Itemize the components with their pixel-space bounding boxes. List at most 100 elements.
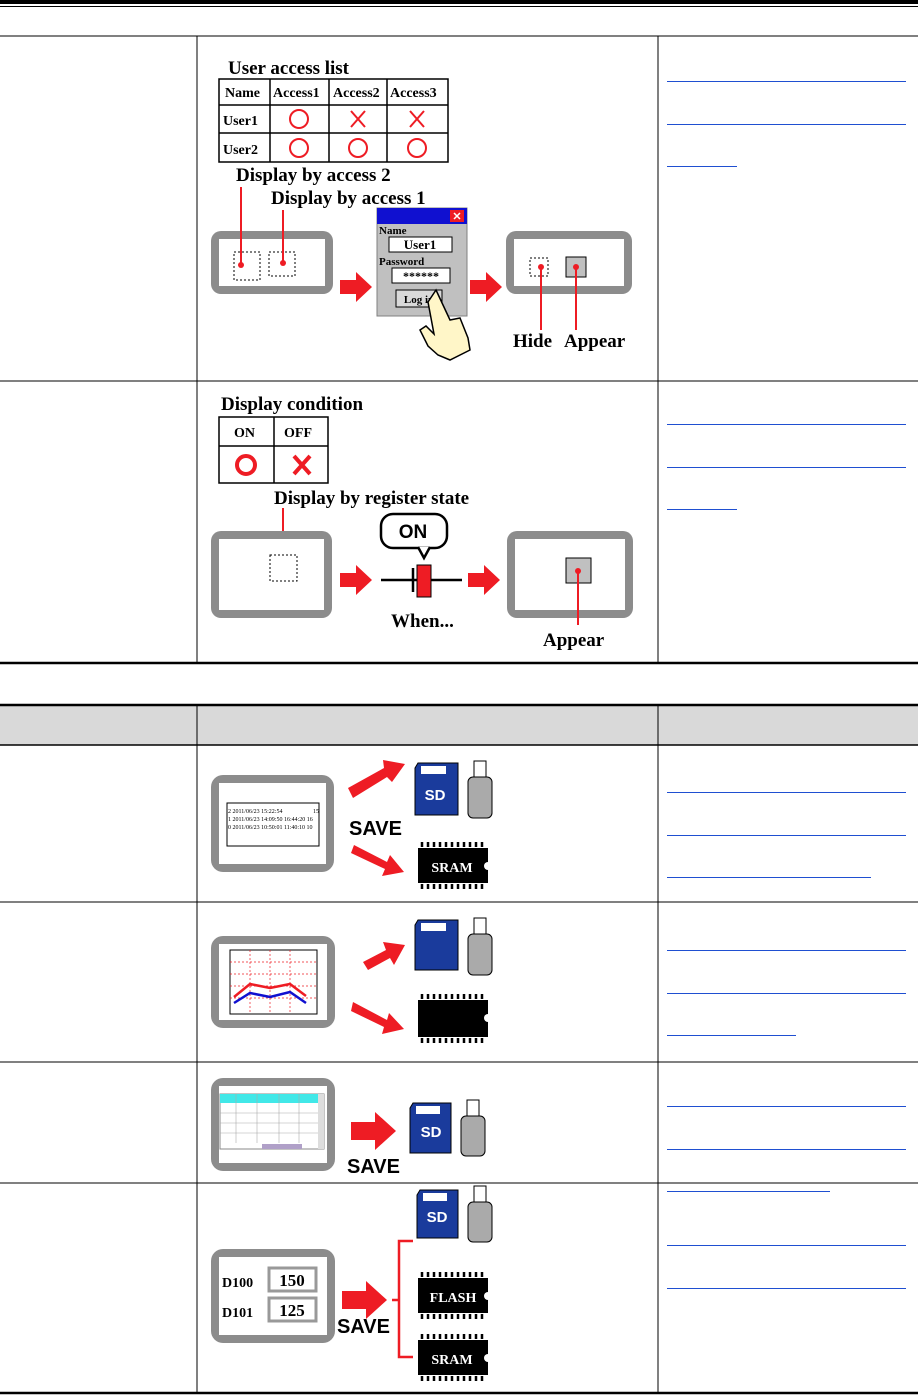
- flash-label: FLASH: [430, 1291, 477, 1306]
- log-line: 1 2011/06/23 14:09:50 16:44:20 16: [228, 817, 313, 823]
- allowed-mark: [348, 138, 368, 158]
- trend-line-red: [233, 982, 307, 998]
- log-line-suffix: 15: [313, 809, 319, 815]
- allowed-mark: [289, 138, 309, 158]
- link-underline[interactable]: [667, 1191, 830, 1192]
- recipe-figure: D100 150 D101 125 SAVE SD FLASH SRAM: [211, 1185, 493, 1381]
- link-underline[interactable]: [667, 1035, 796, 1036]
- table-save-figure: SAVE SD: [211, 1078, 486, 1178]
- header-rule-thin: [0, 6, 918, 7]
- login-name-value: User1: [404, 237, 437, 252]
- sd-card-icon: [409, 1102, 452, 1154]
- hand-pointer-icon: [419, 288, 471, 361]
- row-user1: User1: [223, 114, 258, 129]
- on-allowed-mark: [235, 454, 257, 476]
- arrow-right-icon: [340, 272, 372, 302]
- header-rule-thick: [0, 0, 918, 4]
- row-user2: User2: [223, 143, 258, 158]
- link-underline[interactable]: [667, 166, 737, 167]
- register-state-label: Display by register state: [274, 488, 469, 509]
- arrow-down-right-icon: [351, 845, 404, 876]
- arrow-right-icon: [340, 565, 372, 595]
- sram-chip-icon: [418, 848, 488, 883]
- login-button[interactable]: Log in: [404, 294, 434, 306]
- log-line: 2 2011/06/23 15:22:54: [228, 809, 282, 815]
- link-underline[interactable]: [667, 950, 906, 951]
- sram-chip-icon: [418, 1340, 488, 1375]
- sram-label: SRAM: [431, 861, 472, 876]
- denied-mark: [409, 110, 425, 128]
- sd-label: SD: [421, 1124, 442, 1141]
- appear-label: Appear: [564, 331, 626, 352]
- usb-icon: [466, 1099, 480, 1117]
- arrow-up-right-icon: [348, 760, 405, 798]
- link-underline[interactable]: [667, 993, 906, 994]
- save-label: SAVE: [349, 818, 402, 840]
- usb-icon: [473, 1185, 487, 1203]
- flash-chip-icon: [418, 1278, 488, 1313]
- display-by-access2-label: Display by access 2: [236, 165, 391, 186]
- save-label: SAVE: [347, 1156, 400, 1178]
- register-bit-icon: [416, 564, 432, 598]
- usb-icon: [473, 760, 487, 778]
- display-condition-title: Display condition: [221, 394, 363, 415]
- data-log-figure: 2 2011/06/23 15:22:54 15 1 2011/06/23 14…: [211, 760, 493, 889]
- display-condition-figure: Display condition ON OFF Display by regi…: [211, 394, 633, 651]
- arrow-right-icon: [351, 1112, 396, 1150]
- link-underline[interactable]: [667, 81, 906, 82]
- sram-label: SRAM: [431, 1353, 472, 1368]
- sd-card-icon: [416, 1189, 459, 1239]
- recipe-value: 150: [279, 1271, 305, 1290]
- recipe-device: D101: [222, 1306, 253, 1321]
- login-password-value: ******: [403, 269, 439, 283]
- on-bubble: [379, 512, 449, 550]
- link-underline[interactable]: [667, 124, 906, 125]
- sd-label: SD: [425, 787, 446, 804]
- allowed-mark: [407, 138, 427, 158]
- appear-label: Appear: [543, 630, 605, 651]
- trend-figure: [211, 917, 493, 1043]
- cond-header-off: OFF: [284, 426, 312, 441]
- user-access-title: User access list: [228, 58, 350, 79]
- link-underline[interactable]: [667, 835, 906, 836]
- link-underline[interactable]: [667, 1245, 906, 1246]
- sd-card-icon: [414, 762, 459, 816]
- log-line: 0 2011/06/23 10:50:01 11:40:10 10: [228, 825, 313, 831]
- bracket: [392, 1239, 413, 1359]
- save-label: SAVE: [337, 1316, 390, 1338]
- recipe-device: D100: [222, 1276, 253, 1291]
- login-name-label: Name: [379, 225, 407, 237]
- header-access3: Access3: [390, 86, 437, 101]
- arrow-right-icon: [470, 272, 502, 302]
- arrow-right-icon: [342, 1281, 387, 1319]
- when-label: When...: [391, 611, 454, 632]
- hide-label: Hide: [513, 331, 552, 352]
- sd-card-icon: [414, 919, 459, 971]
- trend-line-blue: [233, 990, 307, 1005]
- link-underline[interactable]: [667, 792, 906, 793]
- arrow-down-right-icon: [351, 1002, 404, 1034]
- allowed-mark: [289, 109, 309, 129]
- link-underline[interactable]: [667, 877, 871, 878]
- arrow-right-icon: [468, 565, 500, 595]
- link-underline[interactable]: [667, 467, 906, 468]
- denied-mark: [350, 110, 366, 128]
- link-underline[interactable]: [667, 1288, 906, 1289]
- display-by-access1-label: Display by access 1: [271, 188, 426, 209]
- sd-label: SD: [427, 1209, 448, 1226]
- header-access2: Access2: [333, 86, 380, 101]
- header-name: Name: [225, 86, 260, 101]
- usb-icon: [473, 917, 487, 935]
- bubble-on-text: ON: [399, 522, 428, 543]
- link-underline[interactable]: [667, 509, 737, 510]
- login-password-label: Password: [379, 256, 424, 268]
- link-underline[interactable]: [667, 424, 906, 425]
- header-access1: Access1: [273, 86, 320, 101]
- chip-icon: [418, 1000, 488, 1037]
- link-underline[interactable]: [667, 1149, 906, 1150]
- link-underline[interactable]: [667, 1106, 906, 1107]
- recipe-value: 125: [279, 1301, 305, 1320]
- off-denied-mark: [292, 454, 312, 476]
- security-figure: User access list Name Access1 Access2 Ac…: [211, 58, 632, 361]
